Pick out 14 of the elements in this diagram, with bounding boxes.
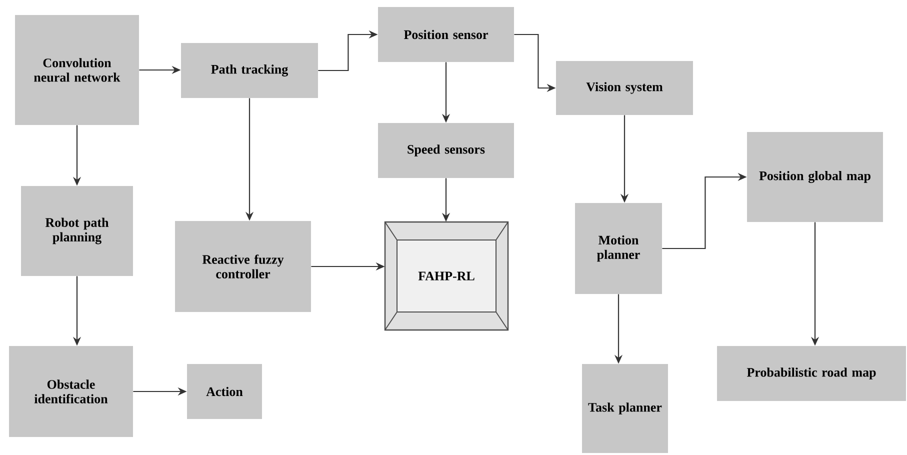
bevel-box: FAHP-RL [384, 221, 509, 331]
process-box: Convolution neural network [15, 15, 139, 125]
process-box: Position global map [747, 132, 883, 222]
process-box: Action [187, 364, 262, 419]
process-box: Position sensor [378, 7, 514, 62]
process-box: Reactive fuzzy controller [175, 221, 311, 312]
process-box: Motion planner [575, 203, 662, 294]
process-box: Vision system [556, 61, 693, 115]
process-box: Robot path planning [21, 186, 133, 276]
process-box: Task planner [582, 364, 668, 453]
process-box: Speed sensors [378, 123, 514, 178]
process-box: Probabilistic road map [717, 346, 906, 401]
process-box: Path tracking [181, 43, 318, 98]
process-box: Obstacle identification [9, 346, 133, 437]
